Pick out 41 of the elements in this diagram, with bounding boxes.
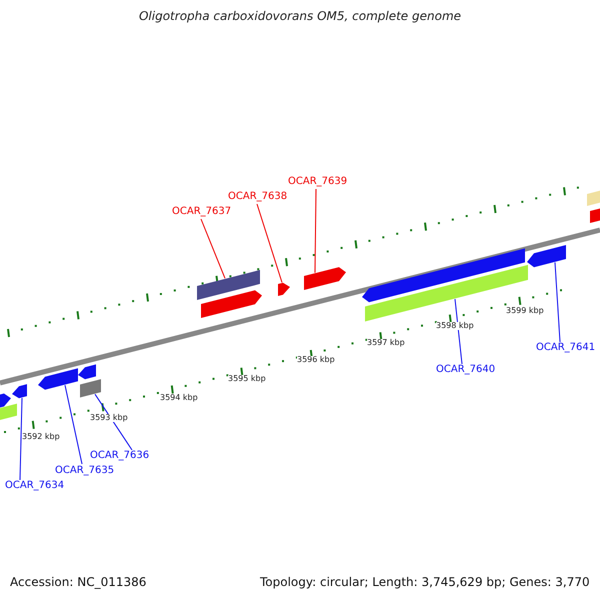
gene-feature: [0, 393, 11, 408]
leader-line: [94, 394, 132, 450]
gene-label: OCAR_7638: [228, 192, 288, 202]
scale-label: 3594 kbp: [160, 394, 198, 402]
leader-line: [20, 397, 22, 480]
gene-block: [0, 404, 17, 420]
leader-line: [454, 298, 462, 364]
gene-label: OCAR_7635: [55, 466, 114, 476]
gene-label: OCAR_7640: [436, 365, 496, 375]
leader-line: [64, 384, 82, 464]
leader-line: [554, 262, 560, 342]
gene-label: OCAR_7636: [90, 451, 150, 461]
leader-line: [314, 188, 316, 274]
scale-label: 3593 kbp: [90, 414, 128, 422]
gene-feature: [78, 364, 96, 380]
gene-block: [587, 190, 600, 206]
gene-feature: [201, 290, 262, 318]
gene-feature: [362, 248, 525, 302]
gene-label: OCAR_7637: [172, 207, 232, 217]
gene-feature: [304, 267, 346, 290]
scale-label: 3599 kbp: [506, 307, 544, 315]
leader-line: [256, 204, 282, 283]
scale-label: 3592 kbp: [22, 433, 60, 441]
title: Oligotropha carboxidovorans OM5, complete genome: [138, 10, 462, 22]
gene-block: [365, 264, 528, 322]
gene-feature: [278, 282, 290, 296]
gene-block: [590, 208, 600, 223]
accession-label: Accession: NC_011386: [10, 576, 146, 588]
gene-feature: [12, 384, 27, 398]
gene-label: OCAR_7639: [288, 177, 348, 187]
gene-block: [197, 270, 260, 300]
scale-label: 3598 kbp: [436, 322, 474, 330]
gene-label: OCAR_7634: [5, 481, 64, 491]
scale-label: 3595 kbp: [228, 375, 266, 383]
gene-block: [80, 379, 101, 398]
genome-summary: Topology: circular; Length: 3,745,629 bp; Genes: 3,770: [260, 576, 590, 588]
gene-feature: [527, 245, 566, 268]
gene-label: OCAR_7641: [536, 343, 596, 353]
leader-line: [200, 218, 226, 279]
scale-label: 3596 kbp: [297, 356, 335, 364]
scale-label: 3597 kbp: [367, 339, 405, 347]
